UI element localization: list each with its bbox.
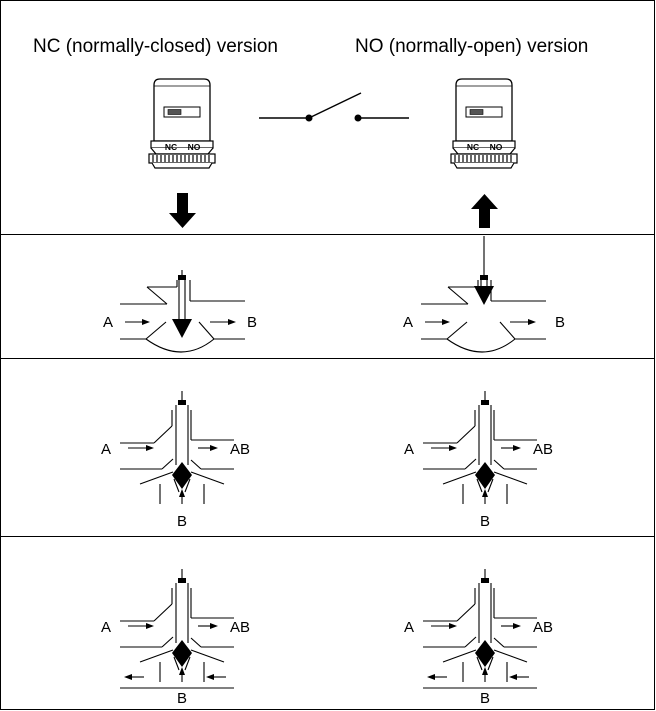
port-b-label: B: [480, 690, 490, 707]
nc-version-heading: NC (normally-closed) version: [33, 36, 278, 57]
nc-actuator: NC NO: [148, 78, 216, 169]
no-2way-valve: [421, 236, 546, 353]
no-3way-diverting-valve: [422, 568, 538, 689]
switch-symbol: [259, 92, 409, 122]
no-switch-label: NO: [188, 142, 201, 152]
port-b-label: B: [177, 690, 187, 707]
port-a-label: A: [103, 314, 113, 331]
port-b-label: B: [247, 314, 257, 331]
port-a-label: A: [404, 441, 414, 458]
no-3way-mixing-valve: [422, 390, 538, 505]
port-ab-label: AB: [533, 441, 553, 458]
no-switch-label: NO: [490, 142, 503, 152]
port-ab-label: AB: [230, 619, 250, 636]
no-actuator: NC NO: [450, 78, 518, 169]
port-a-label: A: [404, 619, 414, 636]
port-a-label: A: [101, 441, 111, 458]
port-ab-label: AB: [230, 441, 250, 458]
down-arrow-icon: [169, 193, 196, 228]
port-b-label: B: [177, 513, 187, 530]
nc-2way-valve: [120, 270, 245, 353]
port-a-label: A: [101, 619, 111, 636]
nc-switch-label: NC: [467, 142, 479, 152]
port-b-label: B: [480, 513, 490, 530]
port-ab-label: AB: [533, 619, 553, 636]
nc-switch-label: NC: [165, 142, 177, 152]
up-arrow-icon: [471, 194, 498, 228]
no-version-heading: NO (normally-open) version: [355, 36, 589, 57]
nc-3way-mixing-valve: [119, 390, 235, 505]
port-a-label: A: [403, 314, 413, 331]
port-b-label: B: [555, 314, 565, 331]
nc-3way-diverting-valve: [119, 568, 235, 689]
